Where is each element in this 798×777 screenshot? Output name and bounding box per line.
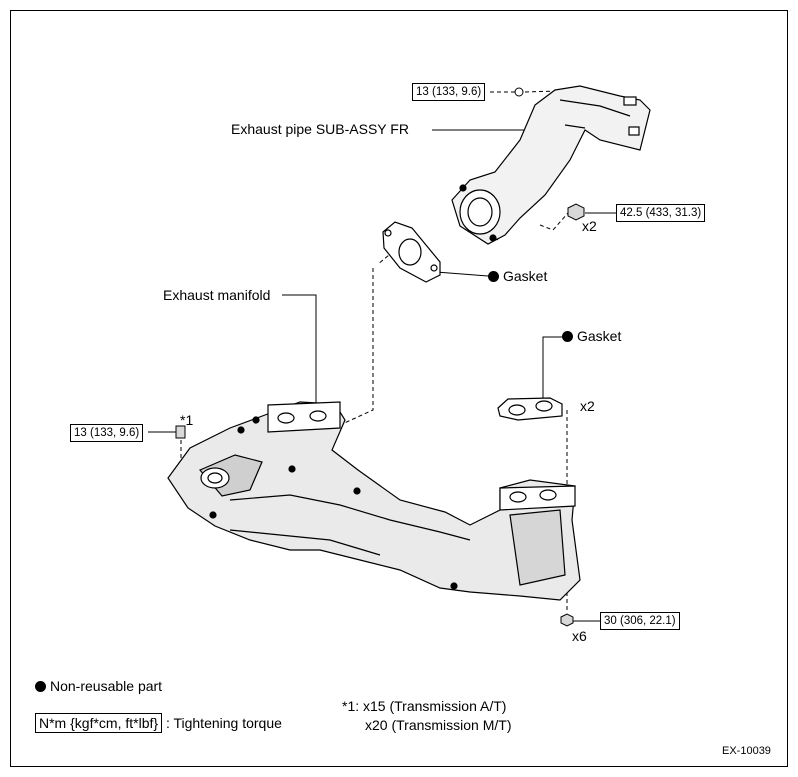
gasket-top-shape — [382, 221, 441, 283]
label-exhaust-pipe: Exhaust pipe SUB-ASSY FR — [231, 121, 409, 137]
leader-gasket-top — [435, 271, 489, 277]
torque-manifold-nut: 30 (306, 22.1) — [600, 612, 680, 630]
torque-unit-box: N*m {kgf*cm, ft*lbf} — [35, 713, 163, 733]
label-gasket-top: Gasket — [488, 268, 547, 284]
qty-gasket-right: x2 — [580, 398, 595, 414]
label-exhaust-manifold: Exhaust manifold — [163, 287, 271, 303]
non-reusable-dot-icon — [35, 681, 46, 692]
exhaust-manifold-shape — [167, 401, 581, 601]
nut-pipe-top — [514, 87, 524, 97]
leader-exhaust-manifold — [282, 294, 317, 405]
non-reusable-dot-icon — [562, 331, 573, 342]
leader-gasket-right — [542, 336, 562, 400]
qty-pipe-flange: x2 — [582, 218, 597, 234]
note-star1-at: *1: x15 (Transmission A/T) — [342, 698, 507, 714]
non-reusable-dot-icon — [488, 271, 499, 282]
torque-pipe-flange-nut: 42.5 (433, 31.3) — [616, 204, 706, 222]
torque-manifold-bolt: 13 (133, 9.6) — [70, 424, 144, 442]
legend-non-reusable: Non-reusable part — [35, 678, 162, 694]
gasket-right-shape — [497, 397, 563, 421]
torque-desc: : Tightening torque — [165, 715, 282, 731]
legend-torque: N*m {kgf*cm, ft*lbf} : Tightening torque — [35, 713, 282, 733]
diagram-frame — [10, 10, 788, 767]
note-star1-mt: x20 (Transmission M/T) — [365, 717, 512, 733]
torque-pipe-top-nut: 13 (133, 9.6) — [412, 83, 486, 101]
exhaust-pipe-shape — [451, 85, 651, 245]
figure-id: EX-10039 — [722, 745, 771, 757]
bolt-manifold — [175, 425, 186, 439]
label-star1: *1 — [180, 412, 194, 428]
label-gasket-right: Gasket — [562, 328, 621, 344]
qty-manifold-nut: x6 — [572, 628, 587, 644]
nut-pipe-flange — [567, 203, 585, 221]
nut-manifold-bottom — [560, 613, 574, 627]
